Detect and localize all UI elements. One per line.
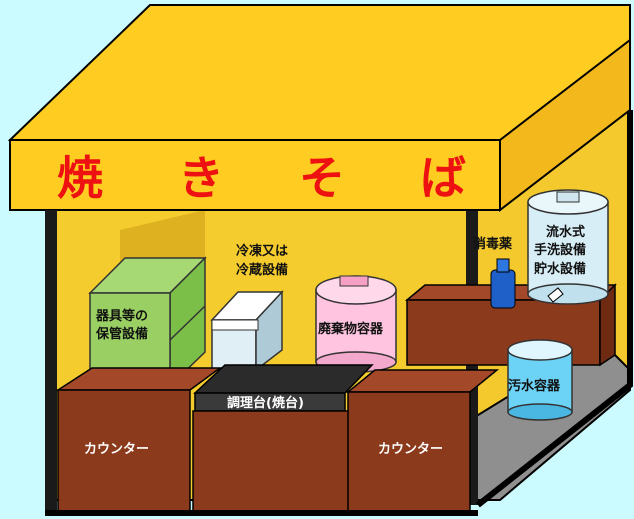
sign-char-3: そ bbox=[299, 151, 345, 205]
handwash-label-2: 手洗設備 bbox=[534, 242, 586, 258]
sign-char-2: き bbox=[178, 151, 224, 205]
fridge bbox=[210, 290, 284, 372]
wastewater-label: 汚水容器 bbox=[508, 378, 561, 394]
storage-label-1: 器具等の bbox=[95, 308, 148, 324]
waste-label: 廃棄物容器 bbox=[317, 321, 384, 337]
storage-label-2: 保管設備 bbox=[95, 326, 148, 342]
left-pillar bbox=[45, 210, 57, 510]
right-counter bbox=[345, 369, 500, 513]
right-frame bbox=[476, 110, 633, 508]
roof-right-side bbox=[499, 37, 631, 213]
cooking-label: 調理台(焼台) bbox=[227, 395, 304, 411]
handwash-label-1: 流水式 bbox=[546, 224, 585, 240]
left-counter bbox=[55, 367, 223, 513]
disinfectant-label: 消毒薬 bbox=[473, 236, 513, 252]
fridge-label-2: 冷蔵設備 bbox=[236, 262, 288, 278]
counter-right-label: カウンター bbox=[378, 442, 443, 457]
cooking-table bbox=[192, 364, 374, 513]
fridge-label-1: 冷凍又は bbox=[236, 243, 288, 259]
counter-left-label: カウンター bbox=[84, 442, 149, 457]
waste-container bbox=[315, 275, 397, 373]
handwash-label-3: 貯水設備 bbox=[534, 261, 586, 277]
disinfectant-bottle bbox=[490, 258, 516, 309]
handwash-tank bbox=[527, 189, 609, 305]
sign-char-1: 焼 bbox=[57, 151, 103, 205]
sign-char-4: ば bbox=[420, 151, 466, 205]
wastewater-bucket bbox=[507, 339, 573, 421]
